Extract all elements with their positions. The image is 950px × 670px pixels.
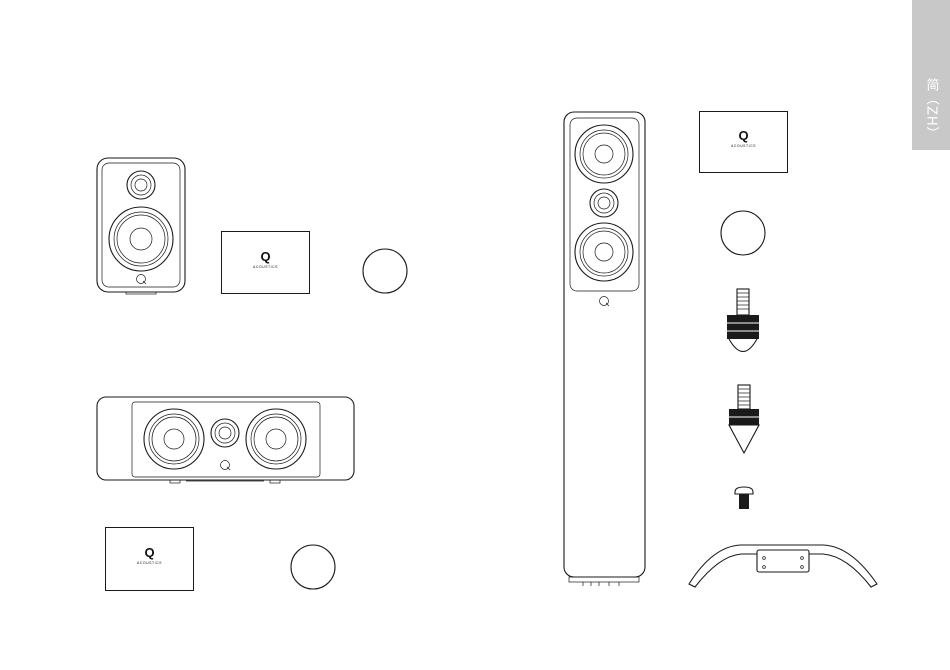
brand-logo-letter: Q bbox=[222, 249, 309, 264]
brand-logo-subtitle: ACOUSTICS bbox=[106, 561, 193, 565]
language-tab[interactable]: 简（ZH） bbox=[912, 0, 950, 150]
manual-card: Q ACOUSTICS bbox=[105, 527, 194, 591]
bookshelf-speaker bbox=[96, 157, 188, 297]
bumper-pad bbox=[362, 248, 408, 294]
brand-logo-subtitle: ACOUSTICS bbox=[700, 144, 787, 148]
language-tab-label: 简（ZH） bbox=[922, 78, 941, 141]
manual-card: Q ACOUSTICS bbox=[221, 231, 310, 294]
manual-card: Q ACOUSTICS bbox=[699, 111, 788, 173]
brand-logo-letter: Q bbox=[106, 545, 193, 560]
spike-foot-rounded bbox=[723, 288, 763, 358]
brand-logo-letter: Q bbox=[700, 128, 787, 143]
centre-speaker bbox=[96, 396, 356, 488]
outrigger-base bbox=[683, 542, 883, 590]
brand-logo-subtitle: ACOUSTICS bbox=[222, 265, 309, 269]
bolt bbox=[734, 486, 754, 512]
spike-foot-pointed bbox=[724, 384, 764, 456]
bumper-pad bbox=[290, 544, 336, 590]
bumper-pad bbox=[720, 210, 766, 256]
floorstanding-speaker bbox=[563, 111, 647, 591]
